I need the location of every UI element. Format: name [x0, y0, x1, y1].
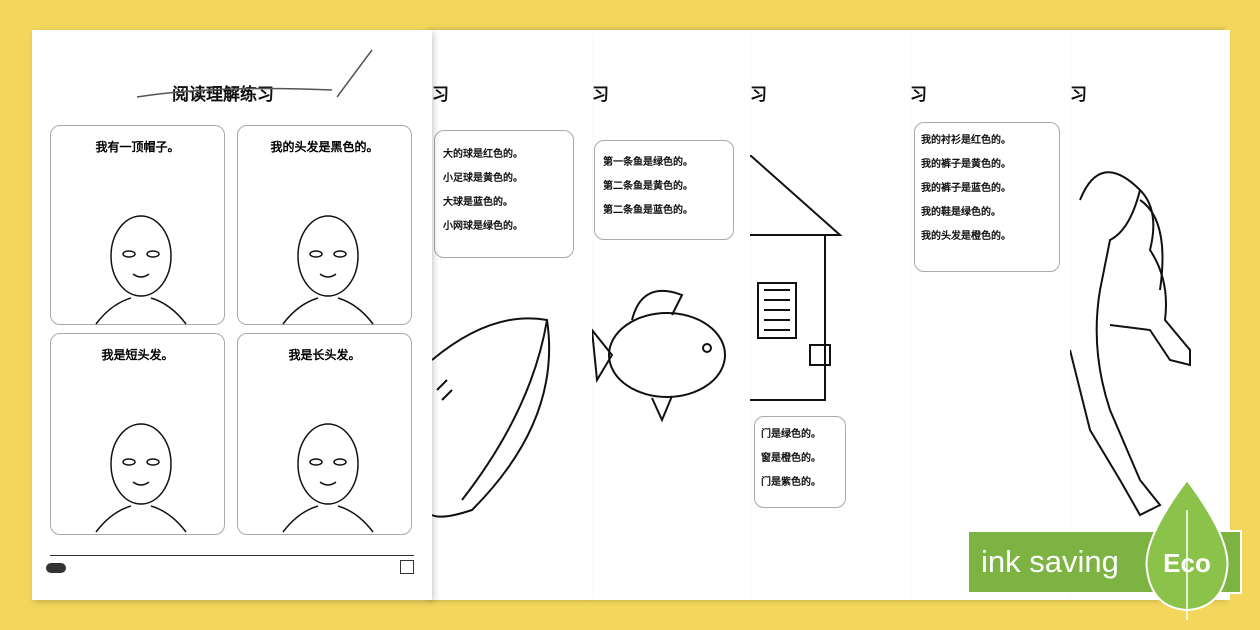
- worksheet-3: 习 第一条鱼是绿色的。 第二条鱼是黄色的。 第二条鱼是蓝色的。: [592, 30, 750, 600]
- card-3: 我是短头发。: [50, 333, 225, 535]
- text-line: 我的鞋是绿色的。: [921, 207, 1001, 218]
- text-line: 我的衬衫是红色的。: [921, 135, 1011, 146]
- text-line: 第一条鱼是绿色的。: [603, 157, 693, 168]
- worksheet-2: 习 大的球是红色的。 小足球是黄色的。 大球是蓝色的。 小网球是绿色的。: [432, 30, 592, 600]
- sheet-title: 习: [592, 85, 609, 105]
- card-caption: 我有一顶帽子。: [95, 140, 180, 154]
- card-caption: 我是短头发。: [101, 348, 174, 362]
- badge-icon: [400, 560, 414, 574]
- text-box: 我的衬衫是红色的。 我的裤子是黄色的。 我的裤子是蓝色的。 我的鞋是绿色的。 我…: [914, 122, 1060, 272]
- face-illustration: [95, 215, 187, 325]
- worksheet-5: 习 我的衬衫是红色的。 我的裤子是黄色的。 我的裤子是蓝色的。 我的鞋是绿色的。…: [910, 30, 1070, 600]
- worksheet-1: 阅读理解练习 我有一顶帽子。 我的头发是黑色的。 我是短头发。 我是长头发。: [32, 30, 432, 600]
- text-line: 我的裤子是黄色的。: [921, 159, 1011, 170]
- worksheet-4: 习 门是绿色的。 窗是橙色的。 门是紫色的。: [750, 30, 910, 600]
- text-line: 小足球是黄色的。: [443, 173, 523, 184]
- sheet-title: 习: [910, 85, 927, 105]
- card-caption: 我是长头发。: [288, 348, 361, 362]
- logo-icon: [46, 563, 66, 573]
- face-illustration: [282, 215, 374, 325]
- text-line: 我的裤子是蓝色的。: [921, 183, 1011, 194]
- text-line: 第二条鱼是蓝色的。: [603, 205, 693, 216]
- sheet-title: 习: [750, 85, 767, 105]
- worksheet-6: 习: [1070, 30, 1230, 600]
- face-illustration: [282, 423, 374, 533]
- pencil-icon: [136, 49, 373, 98]
- girl-illustration: [1070, 171, 1191, 517]
- text-box: 第一条鱼是绿色的。 第二条鱼是黄色的。 第二条鱼是蓝色的。: [594, 140, 734, 240]
- card-1: 我有一顶帽子。: [50, 125, 225, 325]
- card-2: 我的头发是黑色的。: [237, 125, 412, 325]
- eco-leaf-icon: Eco: [1145, 480, 1229, 620]
- text-line: 大球是蓝色的。: [443, 197, 513, 208]
- rugby-ball-illustration: [432, 317, 551, 518]
- text-line: 门是紫色的。: [761, 477, 821, 488]
- footer-divider: [50, 555, 414, 556]
- sheet-title: 习: [1070, 85, 1087, 105]
- text-box: 大的球是红色的。 小足球是黄色的。 大球是蓝色的。 小网球是绿色的。: [434, 130, 574, 258]
- eco-label: Eco: [1163, 548, 1211, 578]
- text-line: 我的头发是橙色的。: [921, 231, 1011, 242]
- sheet-title: 习: [432, 85, 449, 105]
- house-illustration: [750, 155, 843, 401]
- text-line: 小网球是绿色的。: [443, 221, 523, 232]
- face-illustration: [95, 423, 187, 533]
- text-line: 第二条鱼是黄色的。: [603, 181, 693, 192]
- card-4: 我是长头发。: [237, 333, 412, 535]
- text-box: 门是绿色的。 窗是橙色的。 门是紫色的。: [754, 416, 846, 508]
- text-line: 大的球是红色的。: [443, 149, 523, 160]
- text-line: 窗是橙色的。: [761, 453, 821, 464]
- text-line: 门是绿色的。: [761, 429, 821, 440]
- badge-text: ink saving: [981, 544, 1119, 579]
- fish-illustration: [592, 290, 726, 423]
- card-caption: 我的头发是黑色的。: [270, 140, 379, 154]
